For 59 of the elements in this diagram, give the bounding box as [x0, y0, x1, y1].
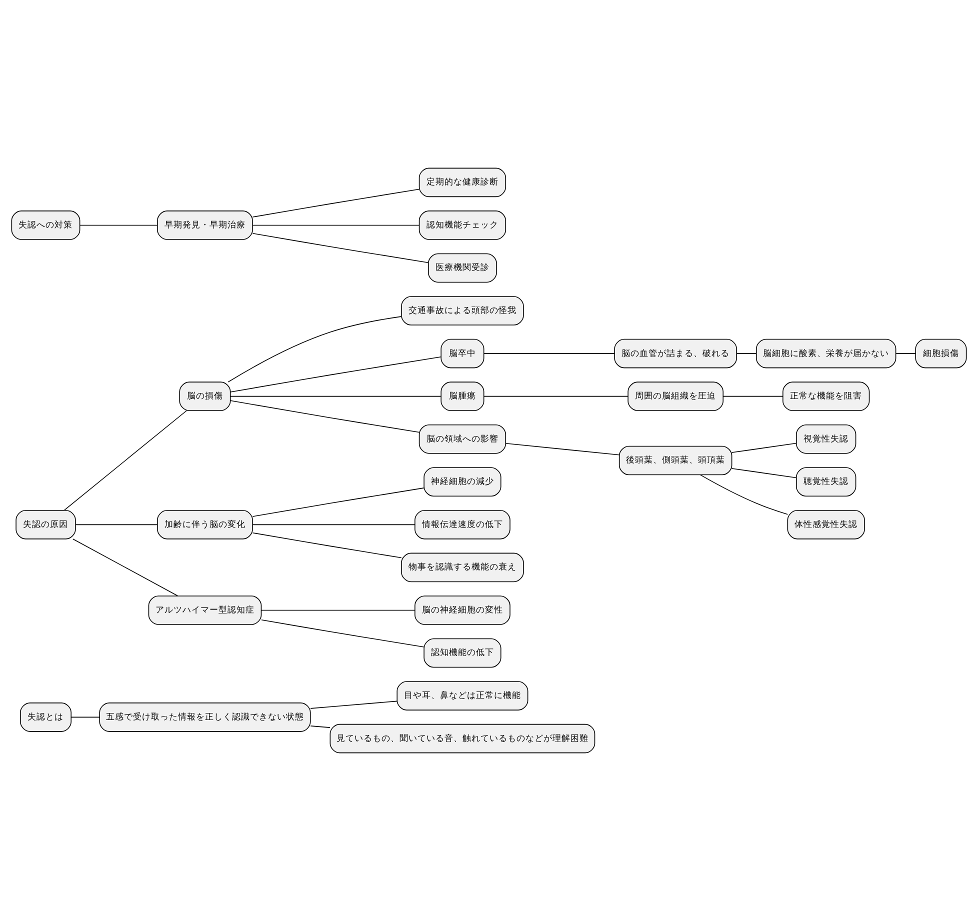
node-box: 細胞損傷 [915, 338, 967, 368]
node-box: 加齢に伴う脳の変化 [157, 510, 253, 540]
node-box: 五感で受け取った情報を正しく認識できない状態 [99, 702, 311, 732]
connector [731, 468, 797, 478]
node-box: 失認の原因 [16, 510, 76, 540]
connector [484, 396, 628, 397]
connector [230, 400, 420, 433]
connector [72, 538, 178, 596]
node-box: 視覚性失認 [796, 424, 856, 454]
node-box: 後頭葉、側頭葉、頭頂葉 [618, 446, 732, 476]
connector [310, 726, 330, 728]
node-box: アルツハイマー型認知症 [148, 596, 262, 625]
node-box: 情報伝達速度の低下 [414, 510, 510, 540]
node-box: 認知機能チェック [418, 210, 506, 240]
node-box: 聴覚性失認 [796, 467, 856, 497]
connector [310, 700, 398, 709]
node-box: 物事を認識する機能の衰え [401, 552, 524, 582]
node-box: 早期発見・早期治療 [157, 210, 253, 240]
node-box: 脳の領域への影響 [418, 424, 506, 454]
node-box: 神経細胞の減少 [424, 467, 502, 497]
connector [260, 610, 416, 611]
connector [722, 396, 784, 397]
node-box: 交通事故による頭部の怪我 [401, 296, 524, 326]
connector [70, 716, 100, 718]
node-box: 失認とは [20, 702, 72, 732]
node-box: 失認への対策 [11, 210, 80, 240]
connector [230, 396, 442, 397]
node-box: 正常な機能を阻害 [782, 382, 870, 411]
node-box: 脳の血管が詰まる、破れる [614, 338, 737, 368]
connector [731, 442, 797, 453]
connector [75, 524, 158, 526]
connector [230, 356, 442, 392]
node-box: 脳の損傷 [179, 382, 231, 411]
connector [228, 316, 402, 382]
connector [252, 532, 402, 558]
node-box: 周囲の脳組織を圧迫 [628, 382, 724, 411]
connector [252, 224, 420, 226]
connector [736, 353, 757, 354]
node-box: 脳細胞に酸素、栄養が届かない [756, 338, 896, 368]
node-box: 医療機関受診 [428, 253, 497, 283]
node-box: 体性感覚性失認 [787, 510, 865, 540]
connector [252, 524, 416, 526]
connector [252, 488, 424, 517]
node-box: 脳卒中 [440, 338, 484, 368]
connector [252, 232, 429, 264]
connector [505, 443, 620, 456]
node-box: 目や耳、鼻などは正常に機能 [396, 681, 528, 710]
node-box: 定期的な健康診断 [418, 168, 506, 198]
node-box: 脳腫瘍 [440, 382, 484, 411]
connector [261, 620, 424, 648]
connector [484, 353, 615, 354]
node-box: 脳の神経細胞の変性 [414, 596, 510, 625]
connector [896, 353, 916, 354]
node-box: 認知機能の低下 [424, 638, 502, 668]
node-box: 見ているもの、聞いている音、触れているものなどが理解困難 [330, 724, 596, 754]
connector [252, 188, 420, 218]
connector [700, 474, 788, 515]
connector [64, 410, 187, 511]
connector [80, 224, 158, 226]
